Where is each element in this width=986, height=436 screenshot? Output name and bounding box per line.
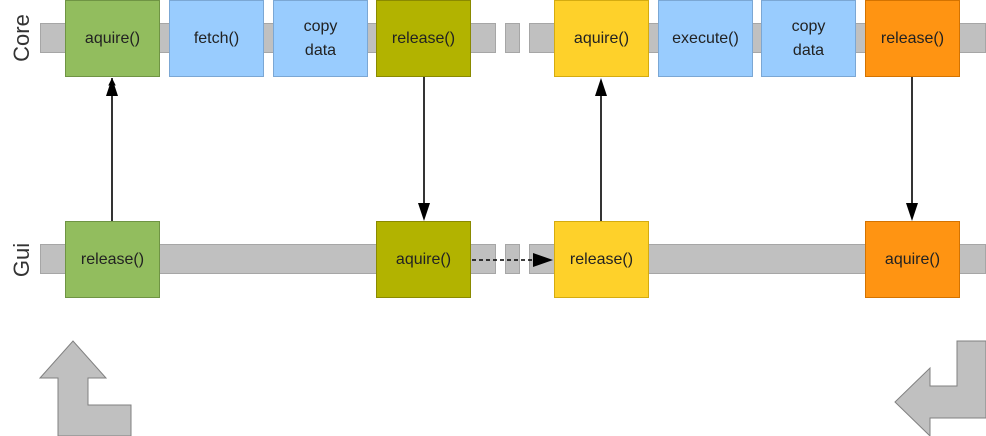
arrow-head-icon [418,203,430,221]
arrow-head-icon [906,203,918,221]
gui-track-gap-segment [505,244,520,274]
core-step-release: release() [865,0,960,77]
gui-step-aquire: aquire() [376,221,471,298]
loop-arrow-up-icon [38,340,132,436]
arrow-head-icon [106,78,118,96]
core-step-execute: execute() [658,0,753,77]
core-step-copy-data: copy data [273,0,368,77]
core-track-gap-segment [505,23,520,53]
arrow-head-icon [595,78,607,96]
core-step-fetch: fetch() [169,0,264,77]
core-step-release: release() [376,0,471,77]
core-step-aquire: aquire() [65,0,160,77]
core-step-aquire: aquire() [554,0,649,77]
core-step-copy-data: copy data [761,0,856,77]
gui-step-aquire: aquire() [865,221,960,298]
arrow-head-icon [533,253,553,267]
loop-arrow-return-icon [894,340,986,436]
gui-step-release: release() [554,221,649,298]
gui-step-release: release() [65,221,160,298]
